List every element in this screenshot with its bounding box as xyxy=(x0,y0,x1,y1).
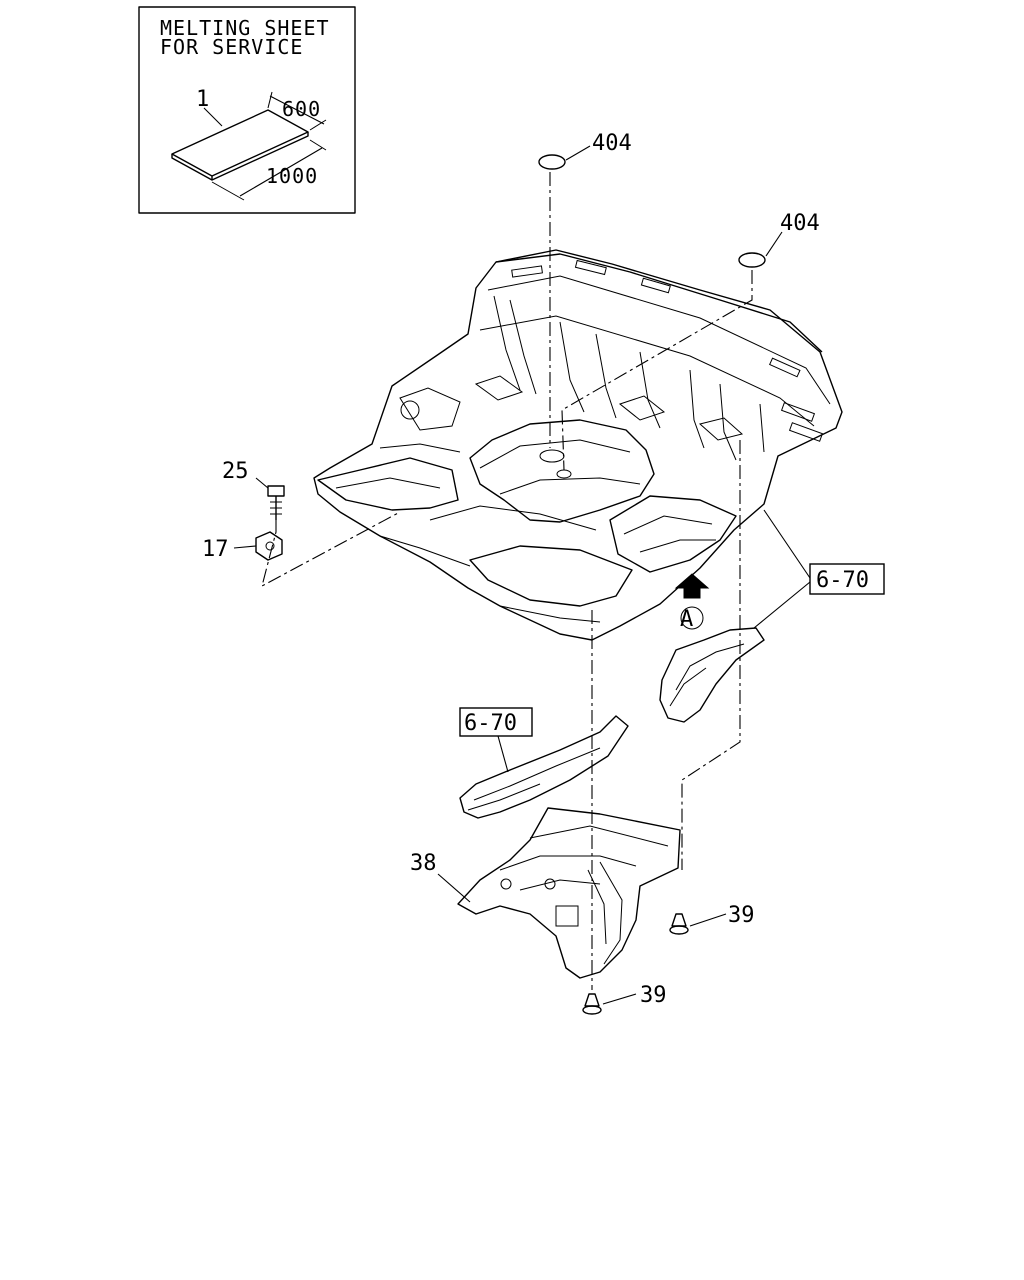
plug-404-right: 404 xyxy=(561,211,820,471)
frame-ref-left-box xyxy=(459,707,533,737)
clip-39-right: 39 xyxy=(669,903,755,935)
bolt-25-label: 25 xyxy=(222,459,249,484)
floor-panel-drawing xyxy=(313,249,843,641)
plug-404-top: 404 xyxy=(538,131,632,448)
plug-top-drawing xyxy=(538,154,566,170)
frame-member-left: 6-70 xyxy=(459,707,629,819)
clip-bottom-label: 39 xyxy=(640,983,667,1008)
frame-ref-right-label: 6-70 xyxy=(816,568,869,593)
dim-600-label: 600 xyxy=(282,97,321,121)
inset-title-line1: MELTING SHEET xyxy=(160,16,330,40)
inset-title-line2: FOR SERVICE xyxy=(160,35,303,59)
view-a-arrow xyxy=(674,573,710,599)
plug-right-drawing xyxy=(738,252,766,268)
bracket-17: 17 xyxy=(202,511,401,588)
frame-ref-right-box xyxy=(809,563,885,595)
melting-sheet-inset: MELTING SHEET FOR SERVICE 1 600 1000 xyxy=(138,6,356,214)
bracket-chain-line xyxy=(261,511,401,588)
melting-sheet-drawing xyxy=(171,109,309,181)
part-1-label: 1 xyxy=(196,87,209,112)
dim-1000-label: 1000 xyxy=(266,164,318,188)
plug-right-chain-line xyxy=(561,270,753,471)
bolt-25: 25 xyxy=(222,459,285,520)
view-a-label: A xyxy=(680,607,693,632)
right-frame-chain-line xyxy=(681,440,741,870)
clip-right-label: 39 xyxy=(728,903,755,928)
dim-1000-line xyxy=(239,147,323,197)
clip-39-bottom: 39 xyxy=(582,983,667,1015)
dim-600-line xyxy=(269,95,325,125)
frame-member-right: 6-70 A xyxy=(659,440,885,870)
view-a-circle xyxy=(680,606,704,630)
frame-ref-left-label: 6-70 xyxy=(464,711,517,736)
plug-right-label: 404 xyxy=(780,211,820,236)
bracket-17-label: 17 xyxy=(202,537,229,562)
cover-38-label: 38 xyxy=(410,851,437,876)
inset-frame xyxy=(138,6,356,214)
part-1-leader xyxy=(203,107,223,127)
plug-top-label: 404 xyxy=(592,131,632,156)
under-cover-38: 38 xyxy=(410,807,681,979)
